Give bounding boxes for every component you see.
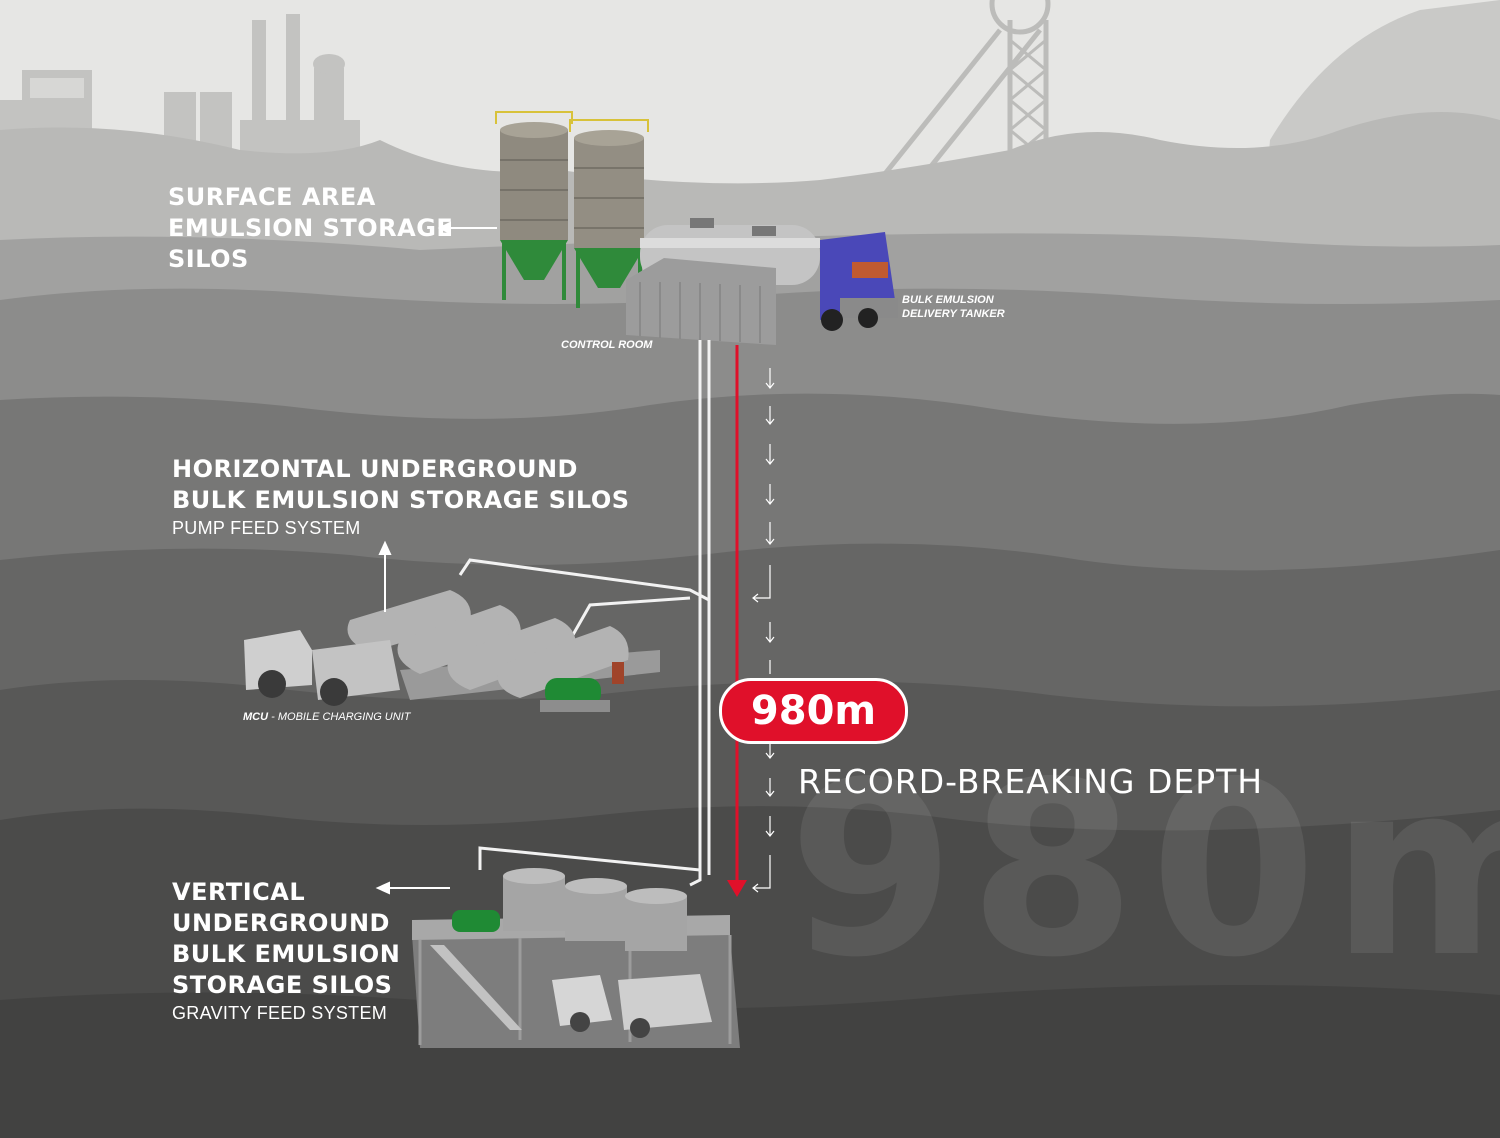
control-room-container (626, 258, 776, 345)
control-room-label: CONTROL ROOM (561, 338, 652, 352)
tanker-label: BULK EMULSION DELIVERY TANKER (902, 293, 1005, 321)
horizontal-title-line-2: BULK EMULSION STORAGE SILOS (172, 486, 630, 514)
record-depth-caption: RECORD-BREAKING DEPTH (798, 762, 1264, 801)
vertical-title-line-4: STORAGE SILOS (172, 971, 393, 999)
tanker-label-line-2: DELIVERY TANKER (902, 308, 1005, 320)
horizontal-silos (347, 590, 660, 712)
horizontal-subtitle: PUMP FEED SYSTEM (172, 518, 361, 538)
control-room-text: CONTROL ROOM (561, 339, 653, 351)
surface-silos-title: SURFACE AREA EMULSION STORAGE SILOS (168, 182, 453, 275)
depth-watermark: 980m (788, 730, 1500, 1010)
vertical-subtitle: GRAVITY FEED SYSTEM (172, 1003, 388, 1023)
horizontal-title-line-1: HORIZONTAL UNDERGROUND (172, 455, 578, 483)
tanker-label-line-1: BULK EMULSION (902, 294, 994, 306)
surface-title-line-3: SILOS (168, 245, 249, 273)
vertical-title-line-3: BULK EMULSION (172, 940, 401, 968)
mcu-description: - MOBILE CHARGING UNIT (271, 711, 411, 723)
horizontal-silos-title: HORIZONTAL UNDERGROUND BULK EMULSION STO… (172, 454, 630, 540)
depth-badge: 980m (719, 678, 908, 744)
mcu-abbr: MCU (243, 711, 269, 723)
vertical-silos-title: VERTICAL UNDERGROUND BULK EMULSION STORA… (172, 877, 400, 1025)
vertical-title-line-1: VERTICAL (172, 878, 306, 906)
layer-7 (0, 985, 1500, 1138)
depth-arrowhead (727, 880, 747, 897)
surface-title-line-1: SURFACE AREA (168, 183, 376, 211)
vertical-silos (412, 868, 740, 1048)
mcu-label: MCU - MOBILE CHARGING UNIT (243, 711, 410, 723)
mcu-truck (244, 630, 400, 706)
vertical-title-line-2: UNDERGROUND (172, 909, 390, 937)
descent-arrows (752, 368, 775, 893)
surface-title-line-2: EMULSION STORAGE (168, 214, 454, 242)
label-arrows (375, 221, 497, 895)
